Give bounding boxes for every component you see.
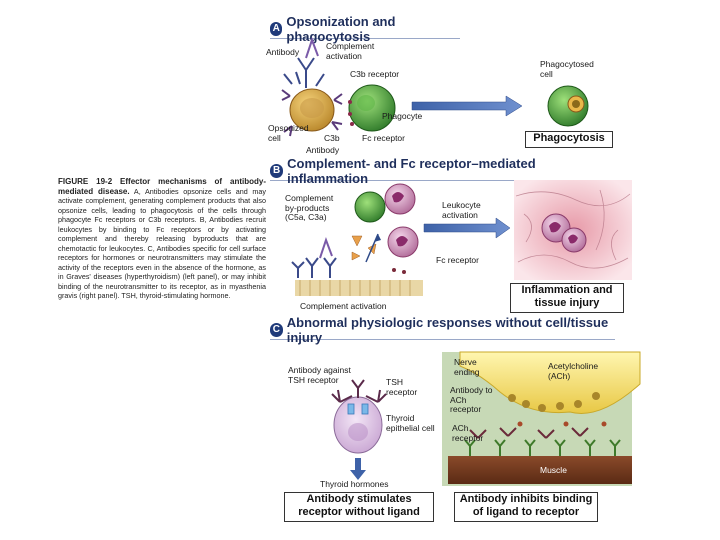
panel-a-title-text: Opsonization and phagocytosis [286, 14, 396, 44]
label-complement-byproducts: Complement by-products (C5a, C3a) [285, 193, 334, 222]
tsh-receptor-icon [347, 403, 369, 415]
label-complement-activation-b: Complement activation [300, 301, 387, 311]
panel-c-right-illustration [442, 351, 641, 486]
figure-caption: FIGURE 19-2 Effector mechanisms of antib… [58, 177, 266, 301]
label-thyroid-cell: Thyroid epithelial cell [386, 413, 435, 433]
label-leukocyte-activation: Leukocyte activation [442, 200, 481, 220]
label-acetylcholine: Acetylcholine (ACh) [548, 361, 599, 381]
label-thyroid-hormones: Thyroid hormones [320, 479, 389, 489]
label-muscle: Muscle [540, 465, 567, 475]
leukocyte-green-icon [354, 191, 386, 223]
panel-b-title-text: Complement- and Fc receptor–mediated inf… [287, 156, 536, 186]
label-c3b: C3b [324, 133, 340, 143]
arrow-b-icon [423, 217, 511, 239]
label-antibody-bottom: Antibody [306, 145, 340, 155]
result-antibody-stimulates: Antibody stimulates receptor without lig… [284, 492, 434, 522]
complement-icon [305, 37, 319, 59]
label-c3b-receptor: C3b receptor [350, 69, 400, 79]
label-antibody-ach: Antibody to ACh receptor [450, 385, 493, 414]
label-ach-receptor: ACh receptor [452, 423, 484, 443]
antibody-ach-icon [469, 427, 589, 439]
arrow-c-down-icon [350, 458, 366, 480]
tissue-surface-icon [295, 280, 423, 296]
antibody-tsh-icon [331, 379, 387, 403]
label-phagocyte: Phagocyte [382, 111, 423, 121]
label-fc-receptor: Fc receptor [362, 133, 405, 143]
result-inflammation: Inflammation and tissue injury [510, 283, 624, 313]
result-phagocytosis: Phagocytosis [525, 131, 613, 148]
panel-c-letter: C [270, 323, 283, 337]
panel-c-title-text: Abnormal physiologic responses without c… [286, 315, 609, 345]
label-opsonized-cell: Opsonized cell [268, 123, 309, 143]
ach-receptor-icon [464, 439, 621, 456]
antibody-icon [283, 57, 325, 88]
label-fc-receptor-b: Fc receptor [436, 255, 479, 265]
panel-b-letter: B [270, 164, 284, 178]
panel-b-title: B Complement- and Fc receptor–mediated i… [270, 156, 600, 186]
label-antibody: Antibody [266, 47, 300, 57]
panel-c-title: C Abnormal physiologic responses without… [270, 315, 615, 345]
caption-body: A, Antibodies opsonize cells and may act… [58, 186, 266, 301]
panel-a-illustration [281, 37, 589, 137]
caption-heading: FIGURE 19-2 Effector mechanisms of antib… [58, 177, 266, 196]
label-antibody-tsh: Antibody against TSH receptor [288, 365, 351, 385]
panel-b-illustration [291, 180, 632, 296]
label-complement-activation: Complement activation [326, 41, 375, 61]
panel-a-letter: A [270, 22, 283, 36]
muscle-icon [448, 456, 632, 484]
label-tsh-receptor: TSH receptor [386, 377, 418, 397]
label-nerve-ending: Nerve ending [454, 357, 480, 377]
label-phagocytosed-cell: Phagocytosed cell [540, 59, 594, 79]
panel-a-title: A Opsonization and phagocytosis [270, 14, 460, 44]
arrow-a-icon [411, 95, 523, 117]
panel-c-left-illustration [331, 379, 387, 480]
result-antibody-inhibits: Antibody inhibits binding of ligand to r… [454, 492, 598, 522]
